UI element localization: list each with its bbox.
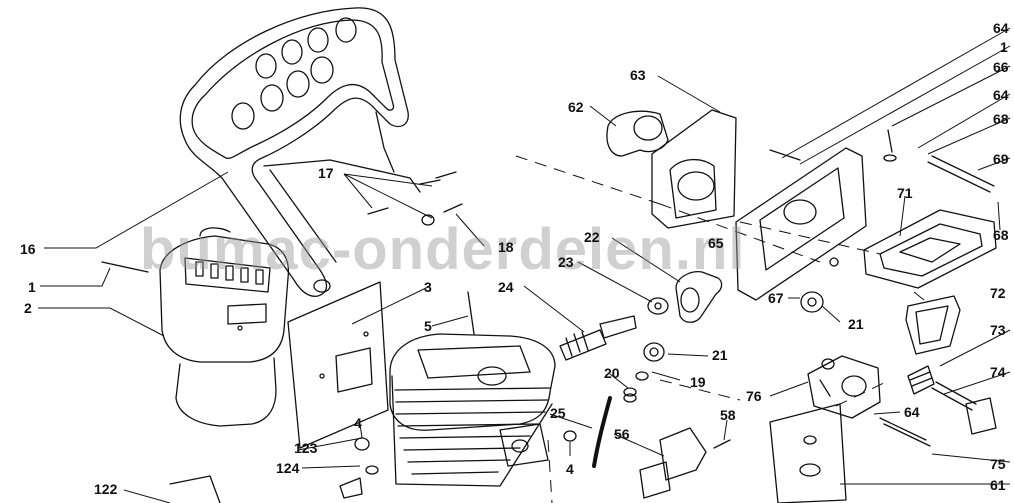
screw-75-part [883,423,931,447]
callout-66: 66 [993,59,1009,75]
nut-4a-part [354,437,370,451]
callout-64-bottom: 64 [904,404,920,420]
callout-24: 24 [498,279,514,295]
spark-plug-part [559,315,637,361]
nut-4b-part [563,430,577,442]
callout-58: 58 [720,407,736,423]
callout-74: 74 [990,364,1006,380]
callout-3: 3 [424,279,432,295]
callout-63: 63 [630,67,646,83]
shroud-plate-63-part [651,109,737,229]
callout-17: 17 [318,165,334,181]
callout-68-top: 68 [993,111,1009,127]
callout-64-second: 64 [993,87,1009,103]
callout-56: 56 [614,426,630,442]
handle-part [179,7,421,297]
callout-18: 18 [498,239,514,255]
filter-72-part [905,295,961,355]
screw-66-part [887,129,893,153]
part-74 [931,381,997,435]
intake-elbow-part [675,271,723,323]
guide-plate-61-part [769,403,847,503]
screw-5-part [467,291,475,335]
leader-lines [38,27,1011,503]
callout-122: 122 [94,481,118,497]
muffler-part [159,227,290,427]
callout-1-top: 1 [1000,39,1008,55]
callout-61: 61 [990,477,1006,493]
callout-62: 62 [568,99,584,115]
callout-19: 19 [690,374,706,390]
callout-21-right: 21 [848,316,864,332]
carburetor-box-65-part [735,147,867,301]
washer-23-part [647,297,669,315]
filter-holder-71-part [863,209,997,289]
screw-1-part [101,261,149,273]
callout-23: 23 [558,254,574,270]
gasket-plate-part [287,281,389,449]
callout-124: 124 [276,460,300,476]
spring-20-part [623,387,637,403]
callout-2: 2 [24,300,32,316]
bracket-56-part [639,427,707,499]
assembly-dashed-lines [515,155,891,503]
callout-73: 73 [990,322,1006,338]
cylinder-part [389,333,556,487]
callout-4-left: 4 [354,415,362,431]
callout-123: 123 [294,440,318,456]
part-122 [169,475,221,503]
hose-25-part [592,396,612,468]
callout-5: 5 [424,318,432,334]
plug-124-part [339,477,363,499]
callout-72: 72 [990,285,1006,301]
callout-65: 65 [708,235,724,251]
callout-1-left: 1 [28,279,36,295]
carburetor-76-part [807,355,881,419]
callout-16: 16 [20,241,36,257]
callout-22: 22 [584,229,600,245]
washer-123-part [365,465,379,475]
callout-67: 67 [768,290,784,306]
tube-69-part [927,155,995,193]
callout-64-top: 64 [993,20,1009,36]
callout-71: 71 [897,185,913,201]
callout-68-bottom: 68 [993,227,1009,243]
washer-64-part [883,154,897,162]
callout-21-mid: 21 [712,347,728,363]
grommet-67-part [800,291,824,313]
callout-69: 69 [993,151,1009,167]
callout-25: 25 [550,405,566,421]
screw-64-part [769,149,801,161]
links-17-part [367,171,463,226]
callout-75: 75 [990,456,1006,472]
callout-4-right: 4 [566,461,574,477]
callout-76: 76 [746,388,762,404]
part-73 [907,365,935,395]
grommet-21-part [643,342,665,362]
watermark-text: bumac-onderdelen.nl [140,217,746,282]
callout-20: 20 [604,365,620,381]
screw-58-part [713,439,731,449]
clip-19-part [635,371,649,381]
